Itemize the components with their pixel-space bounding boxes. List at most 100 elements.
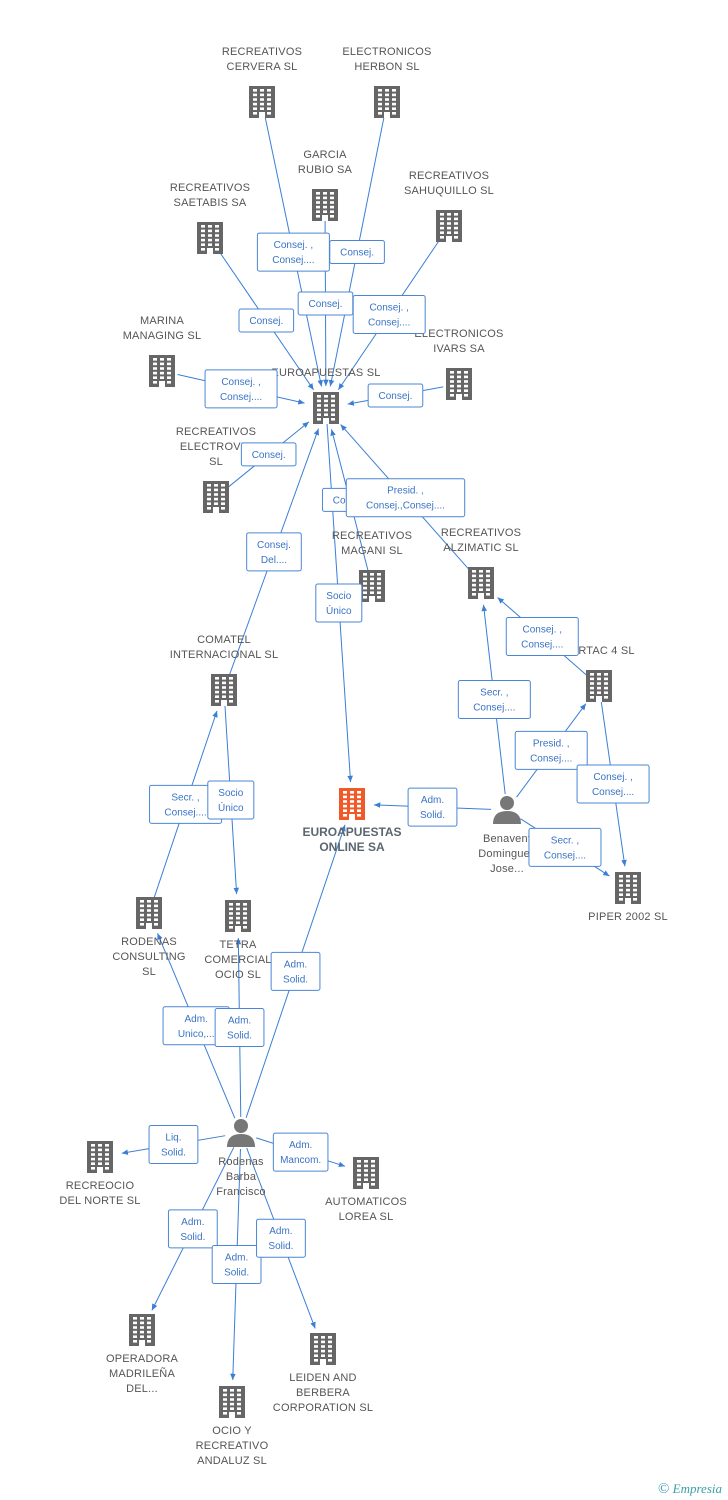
edge-label-sahuquillo-euroapuestas_sl[interactable]: Consej. ,Consej.... xyxy=(352,295,426,335)
edge-label-benavent-piper[interactable]: Secr. ,Consej.... xyxy=(528,827,602,867)
copyright-icon: © xyxy=(657,1481,670,1497)
edge-label-rodenas_person-recreocio[interactable]: Liq.Solid. xyxy=(148,1124,199,1164)
edge-label-text: Consej. xyxy=(249,316,283,327)
footer-brand[interactable]: © Empresia xyxy=(658,1481,722,1498)
edge-label-ivars-euroapuestas_sl[interactable]: Consej. xyxy=(367,383,424,408)
edge-label-box xyxy=(457,679,531,719)
edge-label-box xyxy=(214,1007,265,1047)
node-label: SERTAC 4 SL xyxy=(563,645,635,657)
edge-label-electrovic-euroapuestas_sl[interactable]: Consej. xyxy=(240,442,297,467)
edge-label-saetabis-euroapuestas_sl[interactable]: Consej. xyxy=(238,308,295,333)
edge-label-marina-euroapuestas_sl[interactable]: Consej. ,Consej.... xyxy=(204,369,278,409)
node-label: ELECTROVIC xyxy=(180,441,252,453)
node-piper[interactable]: PIPER 2002 SL xyxy=(588,872,668,923)
edge-label-text: Consej.... xyxy=(473,702,515,713)
edge-label-box xyxy=(407,787,458,827)
edge-label-text: Consej. xyxy=(378,391,412,402)
node-herbon[interactable]: ELECTRONICOS HERBON SL xyxy=(342,46,431,118)
node-alzimatic[interactable]: RECREATIVOS ALZIMATIC SL xyxy=(441,527,521,599)
edge-label-benavent-sertac[interactable]: Presid. ,Consej.... xyxy=(514,730,588,770)
edge-label-rodenas_person-focus[interactable]: Adm.Solid. xyxy=(270,951,321,991)
edge-label-garcia-euroapuestas_sl[interactable]: Consej. xyxy=(297,291,354,316)
edge-label-text: Adm. xyxy=(289,1140,312,1151)
edge-label-text: Adm. xyxy=(228,1015,251,1026)
edge-label-rodenas_person-leiden[interactable]: Adm.Solid. xyxy=(256,1218,306,1258)
edge-label-alzimatic-euroapuestas_sl[interactable]: Presid. ,Consej.,Consej.... xyxy=(345,478,466,518)
node-label: RUBIO SA xyxy=(298,164,353,176)
node-label: COMATEL xyxy=(197,634,251,646)
edge-label-text: Presid. , xyxy=(387,486,424,497)
node-label: Francisco xyxy=(216,1186,265,1198)
edge-label-text: Secr. , xyxy=(171,792,199,803)
node-label: ALZIMATIC SL xyxy=(443,542,519,554)
node-cervera[interactable]: RECREATIVOS CERVERA SL xyxy=(222,46,302,118)
edge-label-herbon-euroapuestas_sl[interactable]: Consej. xyxy=(329,240,385,265)
edge-label-text: Unico,... xyxy=(178,1029,215,1040)
edge-label-box xyxy=(514,730,588,770)
node-label: INTERNACIONAL SL xyxy=(170,649,279,661)
node-label: RECREATIVOS xyxy=(441,527,521,539)
edge-label-benavent-focus[interactable]: Adm.Solid. xyxy=(407,787,458,827)
node-madrilena[interactable]: OPERADORAMADRILEÑADEL... xyxy=(106,1314,179,1395)
edge-label-rodenas_person-madrilena[interactable]: Adm.Solid. xyxy=(167,1209,218,1249)
edge-label-rodenas_cons-comatel[interactable]: Secr. , Consej.... xyxy=(149,784,223,824)
node-label: HERBON SL xyxy=(354,61,419,73)
node-label: RECREATIVO xyxy=(196,1440,269,1452)
edge-label-benavent-alzimatic[interactable]: Secr. ,Consej.... xyxy=(457,679,531,719)
edge-label-sertac-alzimatic[interactable]: Consej. ,Consej.... xyxy=(505,616,579,656)
brand-name: Empresia xyxy=(672,1481,722,1496)
edge-label-rodenas_person-tetra[interactable]: Adm.Solid. xyxy=(214,1007,265,1047)
edge-label-text: Solid. xyxy=(283,974,308,985)
building-icon xyxy=(353,1157,379,1189)
edge-labels-layer: Consej. ,Consej....Consej.Consej.Consej.… xyxy=(148,232,650,1285)
edge-label-text: Mancom. xyxy=(280,1155,321,1166)
edge-label-text: Consej.... xyxy=(544,850,586,861)
edge-label-text: Consej. xyxy=(309,299,343,310)
edge-label-box xyxy=(315,583,363,623)
node-label: SL xyxy=(209,456,223,468)
node-label: ELECTRONICOS xyxy=(342,46,431,58)
building-icon xyxy=(313,392,339,424)
node-label: Benavent xyxy=(483,833,531,845)
edge-label-cervera-euroapuestas_sl[interactable]: Consej. ,Consej.... xyxy=(256,232,330,272)
edge-label-comatel-euroapuestas_sl[interactable]: Consej.Del.... xyxy=(246,532,302,572)
node-label: TETRA xyxy=(219,939,257,951)
node-benavent[interactable]: BenaventDominguezJose... xyxy=(478,796,536,875)
building-icon xyxy=(615,872,641,904)
node-label: CERVERA SL xyxy=(227,61,298,73)
node-label: RECREATIVOS xyxy=(176,426,256,438)
edge-label-sertac-piper[interactable]: Consej. ,Consej.... xyxy=(576,764,650,804)
edge-label-text: Consej.... xyxy=(164,807,206,818)
edge-label-rodenas_person-ocio_andaluz[interactable]: Adm.Solid. xyxy=(211,1245,262,1285)
node-sertac[interactable]: SERTAC 4 SL xyxy=(563,645,635,702)
node-comatel[interactable]: COMATEL INTERNACIONAL SL xyxy=(170,634,279,706)
edge-label-box xyxy=(211,1245,262,1285)
edge-label-text: Adm. xyxy=(269,1226,292,1237)
node-label: RECREATIVOS xyxy=(222,46,302,58)
node-label: MANAGING SL xyxy=(123,330,202,342)
person-icon xyxy=(493,796,521,824)
node-euroapuestas_sl[interactable]: EUROAPUESTAS SL xyxy=(271,367,380,424)
node-electrovic[interactable]: RECREATIVOS ELECTROVIC SL xyxy=(176,426,256,513)
node-label: AUTOMATICOS xyxy=(325,1196,407,1208)
edge-label-rodenas_person-lorea[interactable]: Adm. Mancom. xyxy=(272,1132,329,1172)
building-icon xyxy=(211,674,237,706)
edge-label-text: Adm. xyxy=(181,1217,204,1228)
